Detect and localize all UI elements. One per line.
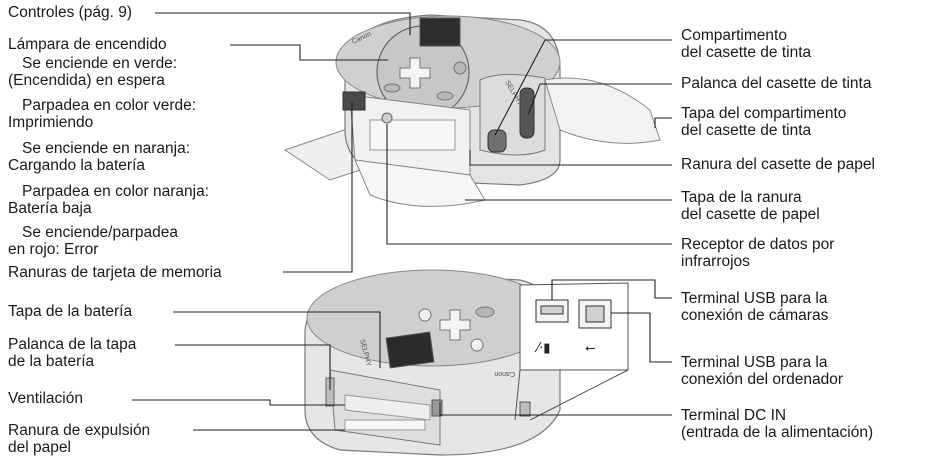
label-lampara: Lámpara de encendido [8,36,167,53]
dc-in-terminal [431,399,443,417]
button-top-1 [383,83,401,93]
printer-front-view: Canon SELPHY [283,14,661,207]
leader-usb-pc [611,312,672,363]
leader-palanca-tinta [527,83,672,116]
paper-cassette-slot [369,119,456,151]
lcd-screen-top [419,17,461,47]
leader-palanca-tapa [175,344,331,390]
infrared-receiver [381,112,393,124]
lcd-screen-rear [385,331,435,369]
ink-cassette-part [487,129,507,153]
button-top-3 [453,61,467,75]
brand-text-rear: Canon [494,370,515,377]
leader-controles [155,12,411,35]
memory-card-slots [342,91,366,111]
leader-ranura-papel [469,150,672,166]
leader-lines [132,12,672,431]
label-controles: Controles (pág. 9) [8,4,133,21]
label-ventilacion: Ventilación [8,390,83,407]
leader-tapa-comp [654,117,672,128]
label-verde-parpadea: Parpadea en color verde:Imprimiendo [8,97,197,131]
label-tapa-bateria: Tapa de la batería [8,303,133,320]
leader-usb-cam [551,279,672,300]
usb-symbol-icon: ⭠ [585,341,595,356]
dpad-top [399,57,431,89]
dc-in-inset-port [519,401,531,417]
label-naranja-fija: Se enciende en naranja:Cargando la bater… [8,140,191,174]
button-rear-2 [470,338,484,352]
label-palanca-tinta: Palanca del casette de tinta [681,75,872,92]
button-rear-1 [418,308,432,322]
label-ranura-papel: Ranura del casette de papel [681,156,875,173]
paper-eject-slot [344,419,426,431]
leader-lampara [230,44,388,61]
button-rear-3 [475,306,495,318]
camera-usb-symbol-icon: ⁄⋅▮ [534,341,550,356]
label-naranja-parpadea: Parpadea en color naranja:Batería baja [8,183,209,217]
leader-tapa-bateria [173,311,381,368]
ink-cassette-lever [519,87,535,139]
label-verde-fija: Se enciende en verde:(Encendida) en espe… [8,55,178,89]
leader-ranuras-memoria [283,102,353,273]
leader-receptor [386,124,672,245]
label-ranuras-memoria: Ranuras de tarjeta de memoria [8,264,222,281]
port-inset-leader-2 [529,369,629,421]
dpad-rear [439,309,471,341]
printer-rear-view: SELPHY Canon ⁄⋅▮ ⭠ [304,269,629,456]
label-dc-in: Terminal DC IN(entrada de la alimentació… [681,407,874,441]
leader-dc [439,402,672,416]
button-top-2 [436,91,454,101]
leader-ventilacion [132,399,345,406]
port-inset-frame [519,282,629,371]
ink-compartment-cover [544,77,661,144]
leader-compartimento [494,39,672,136]
port-inset-leader-1 [514,369,521,421]
